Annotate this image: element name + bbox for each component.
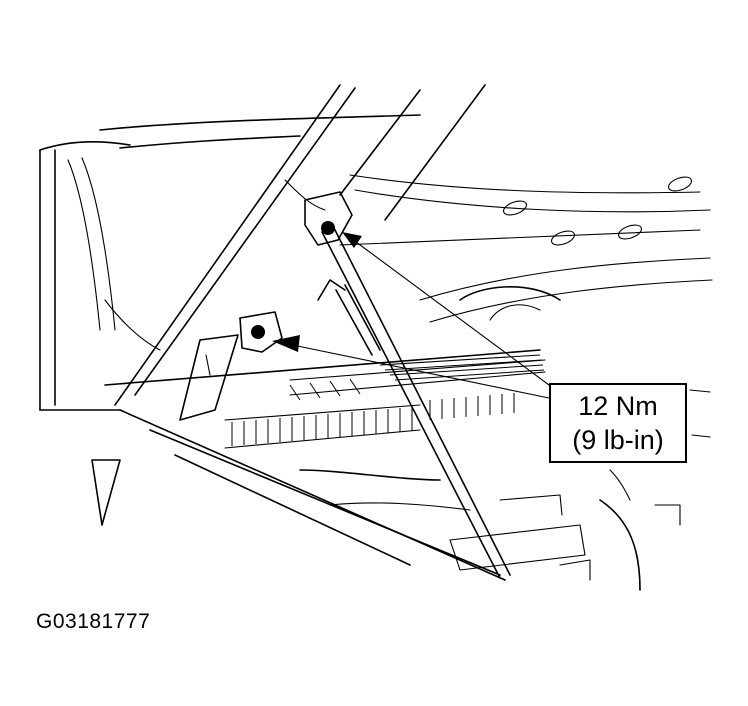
body-frame-left	[39, 140, 161, 526]
roof-outline	[99, 114, 713, 323]
torque-callout: 12 Nm (9 lb-in)	[549, 383, 687, 463]
lower-bolt-icon	[251, 325, 265, 339]
lower-bracket	[239, 311, 283, 353]
gas-strut	[317, 227, 511, 579]
torque-nm-label: 12 Nm	[578, 391, 658, 421]
leader-arrows	[272, 232, 550, 399]
arrow-upper-icon	[342, 232, 362, 248]
upper-bracket	[304, 191, 353, 246]
figure-id-label: G03181777	[36, 610, 151, 633]
arrow-lower-icon	[272, 335, 300, 352]
interior-trim	[104, 286, 711, 591]
upper-bolt-icon	[321, 221, 335, 235]
torque-lbin-label: (9 lb-in)	[572, 425, 664, 455]
weatherstrip-ribs	[224, 378, 515, 449]
liftgate-panel	[114, 84, 506, 581]
